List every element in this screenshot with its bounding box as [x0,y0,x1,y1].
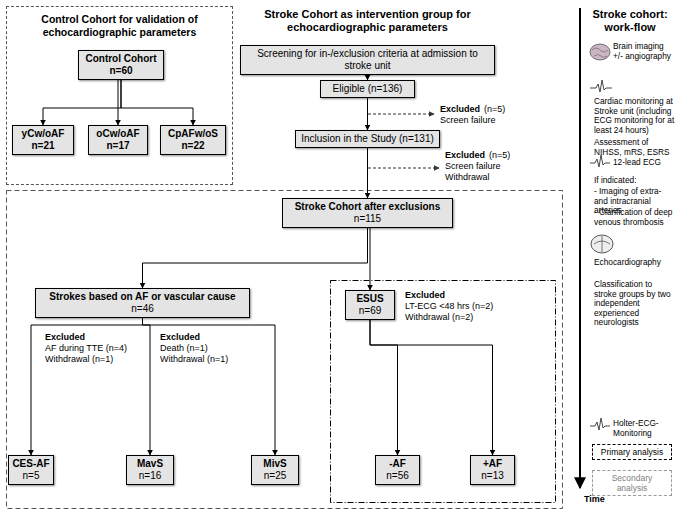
dashed-region: Control Cohort for validation of echocar… [6,6,233,185]
note-label: Classification to stroke groups by two i… [594,280,675,328]
note-label: (n=5) [489,150,510,160]
note-label: Withdrawal (n=1) [160,354,228,364]
group-box: -AFn=56 [375,455,420,485]
note-label: Brain imaging +/- angiography [613,42,675,61]
flow-connector [370,320,398,455]
analysis-box: Secondary analysis [592,470,672,496]
note-label: Holter-ECG-Monitoring [613,419,675,438]
box-heading: -AF [379,458,416,470]
flow-connector [143,318,276,455]
group-box: MivSn=25 [251,455,299,485]
note-label: Excluded [445,150,485,160]
box-count: n=115 [286,213,449,225]
box-heading: Secondary analysis [596,473,668,493]
note-label: If indicated: [594,176,636,186]
box-heading: oCw/oAF [92,128,144,140]
process-box: Inclusion in the Study (n=131) [295,130,440,148]
note-label: Withdrawal (n=1) [45,354,113,364]
box-heading: Control Cohort for validation of echocar… [10,13,229,38]
note-label: Assessment of NIHSS, mRS, ESRS [594,138,675,157]
note-label: Excluded [160,332,200,342]
flow-connector [121,80,193,125]
flow-connector [370,320,493,455]
exclusion-arrow [368,114,434,115]
cohort-box: oCw/oAFn=17 [88,125,148,155]
box-heading: Screening for in-/exclusion criteria at … [244,48,491,72]
note-label: Withdrawal [445,172,490,182]
note-label: (n=5) [484,104,505,114]
note-label: Withdrawal (n=2) [405,312,473,322]
brain-icon [590,44,610,60]
box-heading: Eligible (n=136) [324,83,411,95]
stroke-region [7,191,563,509]
group-box: Strokes based on AF or vascular causen=4… [35,288,250,318]
cohort-box: CpAFw/oSn=22 [160,125,226,155]
group-box: MavSn=16 [126,455,174,485]
box-heading: +AF [474,458,511,470]
note-label: Screen failure [445,161,501,171]
box-heading: Control Cohort [82,53,160,65]
flow-connector [31,318,143,455]
flow-connector [367,98,368,130]
group-box: ESUSn=69 [345,290,395,320]
flow-connector [118,80,119,125]
note-label: Time [584,494,605,504]
esus-region [331,281,556,503]
process-box: Screening for in-/exclusion criteria at … [240,45,495,75]
group-box: +AFn=13 [470,455,515,485]
cohort-box: Stroke Cohort after exclusionsn=115 [282,198,453,228]
box-heading: MavS [130,458,170,470]
box-heading: yCw/oAF [16,128,70,140]
flow-connector [367,148,368,198]
process-box: Eligible (n=136) [320,80,415,98]
box-count: n=69 [349,305,391,317]
box-heading: ESUS [349,293,391,305]
note-label: LT-ECG <48 hrs (n=2) [405,301,493,311]
box-heading: CpAFw/oS [164,128,222,140]
box-heading: CES-AF [12,458,50,470]
cohort-box: yCw/oAFn=21 [12,125,74,155]
note-label: Excluded [45,332,85,342]
box-count: n=25 [255,470,295,482]
box-heading: MivS [255,458,295,470]
note-label: Excluded [440,104,480,114]
box-count: n=22 [164,140,222,152]
analysis-box: Primary analysis [592,444,672,460]
note-label: Death (n=1) [160,343,208,353]
note-label: Screen failure [440,115,496,125]
note-label: Stroke Cohort as intervention group for … [240,8,495,33]
ecg-icon [590,418,610,430]
box-count: n=16 [130,470,170,482]
exclusion-arrow [368,168,439,169]
group-box: CES-AFn=5 [8,455,54,485]
time-axis [579,8,581,488]
box-heading: Strokes based on AF or vascular cause [39,291,246,303]
box-count: n=56 [379,470,416,482]
ecg-icon [590,80,612,92]
note-label: Excluded [405,290,445,300]
note-label: AF during TTE (n=4) [45,343,127,353]
note-label: Cardiac monitoring at Stroke unit (inclu… [594,97,675,135]
box-count: n=13 [474,470,511,482]
ecg-icon [590,155,610,167]
note-label: 12-lead ECG [613,158,675,168]
box-count: n=21 [16,140,70,152]
flow-connector [143,318,151,455]
flow-connector [43,80,121,125]
flow-connector [370,228,371,290]
box-count: n=46 [39,303,246,315]
box-heading: Stroke Cohort after exclusions [286,201,449,213]
box-count: n=17 [92,140,144,152]
note-label: Stroke cohort: work-flow [584,8,676,33]
note-label: Echocardiography [594,258,661,268]
flow-connector [143,228,368,288]
box-count: n=5 [12,470,50,482]
box-heading: Primary analysis [596,447,668,457]
cohort-box: Control Cohortn=60 [78,50,164,80]
box-heading: Inclusion in the Study (n=131) [299,133,436,145]
note-label: - Clarification of deep venous thrombosi… [594,208,675,227]
echo-icon [591,235,613,253]
box-count: n=60 [82,65,160,77]
